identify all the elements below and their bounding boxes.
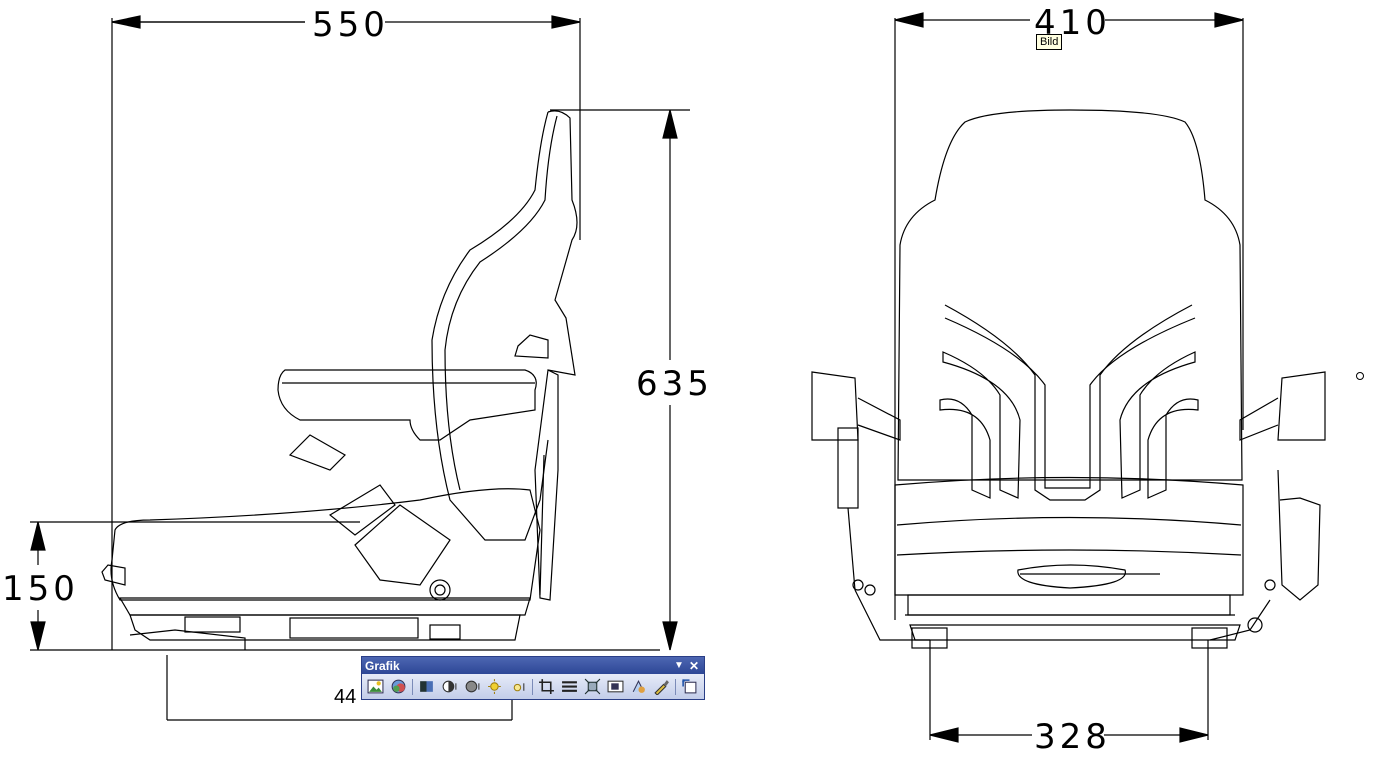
seat-height-label: 150 [2,569,79,609]
text-wrap-icon[interactable] [605,676,626,697]
toolbar-title: Grafik [365,658,400,673]
toolbar-separator [412,678,413,695]
crop-icon[interactable] [536,676,557,697]
side-height-label: 635 [636,364,713,404]
toolbar-separator [675,678,676,695]
toolbar-separator [532,678,533,695]
base-width-label: 328 [1034,717,1111,757]
side-view [30,15,690,721]
more-contrast-icon[interactable] [416,676,437,697]
dropdown-arrow-icon[interactable]: ▼ [674,660,684,671]
close-icon[interactable]: ✕ [688,658,700,673]
less-contrast-icon[interactable] [439,676,460,697]
brightness-down-icon[interactable] [508,676,529,697]
reset-picture-icon[interactable] [679,676,700,697]
compress-icon[interactable] [582,676,603,697]
set-transparent-color-icon[interactable] [651,676,672,697]
depth-label: 44 [334,686,356,708]
side-width-label: 550 [312,5,389,45]
toolbar-titlebar[interactable]: Grafik ▼ ✕ [362,657,704,674]
toolbar-buttons [362,674,704,699]
picture-toolbar[interactable]: Grafik ▼ ✕ [361,656,705,700]
line-style-icon[interactable] [559,676,580,697]
more-brightness-icon[interactable] [462,676,483,697]
insert-picture-icon[interactable] [365,676,386,697]
selection-handle[interactable] [1356,372,1364,380]
tooltip: Bild [1036,34,1063,50]
color-icon[interactable] [388,676,409,697]
front-view [811,12,1326,743]
format-picture-icon[interactable] [628,676,649,697]
less-brightness-icon[interactable] [485,676,506,697]
